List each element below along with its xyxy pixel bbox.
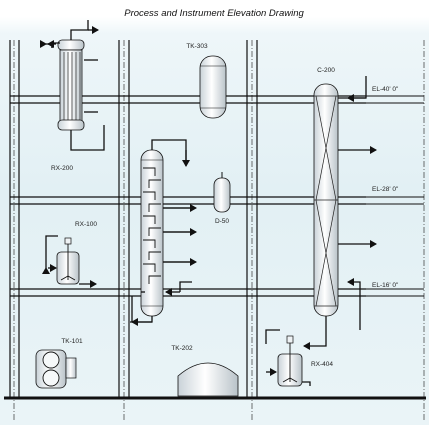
tray-column — [140, 149, 164, 317]
column-feed-pipe — [179, 281, 192, 292]
rx200-exchanger — [57, 39, 85, 131]
label-tk101: TK-101 — [61, 338, 83, 345]
drawing-title: Process and Instrument Elevation Drawing — [124, 8, 304, 19]
elevation-marker-lines — [340, 95, 424, 297]
c200-column — [313, 83, 339, 317]
label-c200: C-200 — [317, 67, 335, 74]
d50-drum — [213, 172, 231, 213]
rx404-outlet-pipe — [302, 381, 311, 386]
label-rx200: RX-200 — [51, 165, 73, 172]
arrow-c200-to-rx404 — [303, 328, 327, 350]
label-tk303: TK-303 — [186, 43, 208, 50]
rx100-feed-pipe — [42, 235, 58, 274]
label-rx404: RX-404 — [311, 361, 333, 368]
tk303-vessel — [199, 55, 227, 119]
rx404-feed-pipe — [265, 329, 280, 344]
label-rx100: RX-100 — [75, 221, 97, 228]
label-d50: D-50 — [215, 218, 229, 225]
label-tk202: TK-202 — [171, 345, 193, 352]
label-el28: EL-28' 0" — [372, 186, 399, 193]
label-el40: EL-40' 0" — [372, 86, 399, 93]
rx100-reactor — [56, 237, 80, 285]
tk202-tank — [177, 362, 239, 397]
label-el16: EL-16' 0" — [372, 282, 399, 289]
structural-columns — [9, 40, 258, 398]
tk101-tank — [35, 349, 77, 389]
rx404-reactor — [277, 335, 303, 387]
arrow-c200-feed — [347, 278, 361, 330]
